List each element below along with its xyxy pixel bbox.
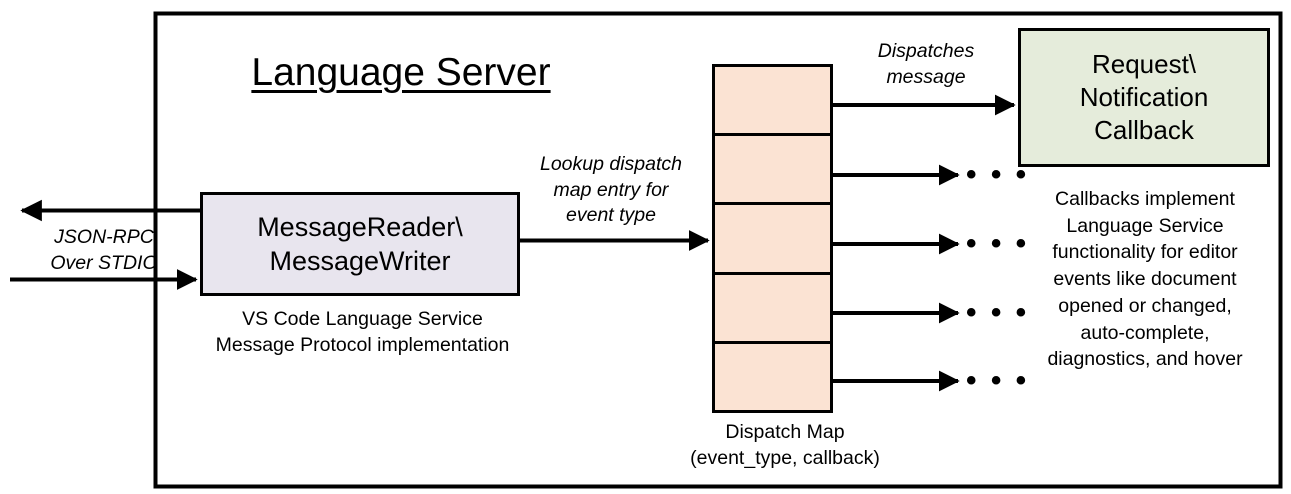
lookup-dispatch-label: Lookup dispatch map entry for event type [539, 153, 683, 227]
request-notification-callback-label: Request\ Notification Callback [1079, 48, 1209, 146]
message-reader-writer-label: MessageReader\ MessageWriter [257, 211, 463, 276]
request-notification-callback-box[interactable]: Request\ Notification Callback [1018, 28, 1270, 167]
dispatch-map-row[interactable] [715, 205, 830, 275]
dispatch-map-caption: Dispatch Map (event_type, callback) [690, 421, 880, 469]
dispatch-map-row[interactable] [715, 136, 830, 206]
language-server-frame [153, 11, 1283, 489]
message-reader-writer-box[interactable]: MessageReader\ MessageWriter [200, 192, 520, 296]
ellipsis-row-2: • • • [966, 158, 1030, 191]
server-title: Language Server [251, 51, 551, 94]
dispatch-map-row[interactable] [715, 67, 830, 137]
ellipsis-row-3: • • • [966, 227, 1030, 260]
jsonrpc-transport-label: JSON-RPC Over STDIO [50, 226, 158, 275]
dispatch-map-row[interactable] [715, 344, 830, 410]
dispatches-message-label: Dispatches message [877, 40, 975, 88]
ellipsis-row-5: • • • [966, 364, 1030, 397]
callback-description: Callbacks implement Language Service fun… [1047, 188, 1243, 371]
dispatch-map-row[interactable] [715, 275, 830, 344]
ellipsis-row-4: • • • [966, 296, 1030, 329]
message-reader-writer-caption: VS Code Language Service Message Protoco… [215, 308, 510, 356]
dispatch-map-table[interactable] [712, 64, 833, 413]
